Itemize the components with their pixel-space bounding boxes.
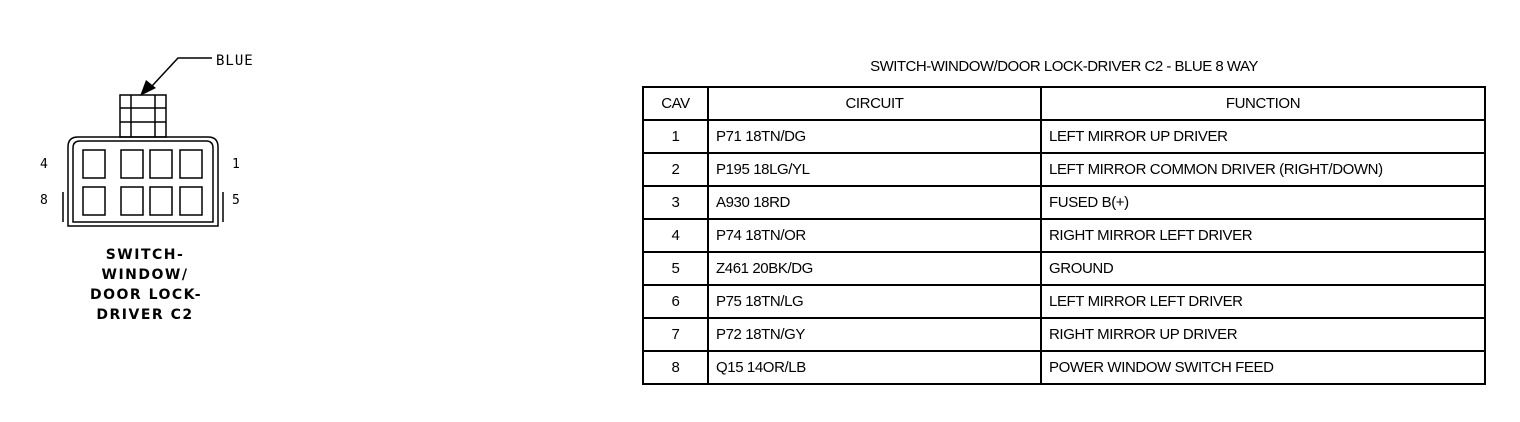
connector-face-drawing <box>62 57 224 227</box>
cell-cav: 1 <box>642 119 709 154</box>
latch-tab <box>119 94 167 138</box>
connector-color-label: BLUE <box>216 53 254 69</box>
table-row: 1 P71 18TN/DG LEFT MIRROR UP DRIVER <box>642 119 1486 154</box>
cell-cav: 6 <box>642 284 709 319</box>
pin-label-5: 5 <box>232 193 240 208</box>
cell-cav: 3 <box>642 185 709 220</box>
pin-label-1: 1 <box>232 157 240 172</box>
table-row: 4 P74 18TN/OR RIGHT MIRROR LEFT DRIVER <box>642 218 1486 253</box>
cell-function: LEFT MIRROR COMMON DRIVER (RIGHT/DOWN) <box>1040 152 1486 187</box>
pinout-table: CAV CIRCUIT FUNCTION 1 P71 18TN/DG LEFT … <box>642 86 1486 385</box>
cavity-1 <box>179 149 203 179</box>
cell-cav: 8 <box>642 350 709 385</box>
header-cav: CAV <box>642 86 709 121</box>
caption-line: SWITCH- <box>105 247 185 263</box>
cell-function: RIGHT MIRROR LEFT DRIVER <box>1040 218 1486 253</box>
cell-circuit: Z461 20BK/DG <box>707 251 1042 286</box>
cell-cav: 7 <box>642 317 709 352</box>
cavity-8 <box>82 186 106 216</box>
cell-function: RIGHT MIRROR UP DRIVER <box>1040 317 1486 352</box>
color-leader-line <box>151 57 212 87</box>
pin-label-4: 4 <box>40 157 48 172</box>
cell-cav: 4 <box>642 218 709 253</box>
caption-line: WINDOW/ <box>101 267 189 283</box>
cell-function: GROUND <box>1040 251 1486 286</box>
cell-circuit: P75 18TN/LG <box>707 284 1042 319</box>
connector-caption: SWITCH- WINDOW/ DOOR LOCK- DRIVER C2 <box>90 245 203 325</box>
leader-arrowhead <box>140 80 156 96</box>
cell-circuit: P72 18TN/GY <box>707 317 1042 352</box>
cell-cav: 5 <box>642 251 709 286</box>
table-row: 8 Q15 14OR/LB POWER WINDOW SWITCH FEED <box>642 350 1486 385</box>
header-function: FUNCTION <box>1040 86 1486 121</box>
table-header-row: CAV CIRCUIT FUNCTION <box>642 86 1486 121</box>
cell-circuit: A930 18RD <box>707 185 1042 220</box>
cell-function: POWER WINDOW SWITCH FEED <box>1040 350 1486 385</box>
table-row: 6 P75 18TN/LG LEFT MIRROR LEFT DRIVER <box>642 284 1486 319</box>
table-row: 3 A930 18RD FUSED B(+) <box>642 185 1486 220</box>
cell-function: LEFT MIRROR LEFT DRIVER <box>1040 284 1486 319</box>
table-title: SWITCH-WINDOW/DOOR LOCK-DRIVER C2 - BLUE… <box>870 58 1258 75</box>
connector-housing <box>67 136 219 227</box>
cavity-4 <box>82 149 106 179</box>
cell-circuit: P71 18TN/DG <box>707 119 1042 154</box>
caption-line: DOOR LOCK- <box>90 287 203 303</box>
cavity-3 <box>120 149 144 179</box>
cavity-5 <box>179 186 203 216</box>
cell-circuit: P74 18TN/OR <box>707 218 1042 253</box>
cell-circuit: Q15 14OR/LB <box>707 350 1042 385</box>
table-row: 7 P72 18TN/GY RIGHT MIRROR UP DRIVER <box>642 317 1486 352</box>
header-circuit: CIRCUIT <box>707 86 1042 121</box>
cell-circuit: P195 18LG/YL <box>707 152 1042 187</box>
pin-label-8: 8 <box>40 193 48 208</box>
cell-function: FUSED B(+) <box>1040 185 1486 220</box>
cavity-7 <box>120 186 144 216</box>
cell-cav: 2 <box>642 152 709 187</box>
table-row: 5 Z461 20BK/DG GROUND <box>642 251 1486 286</box>
table-row: 2 P195 18LG/YL LEFT MIRROR COMMON DRIVER… <box>642 152 1486 187</box>
cavity-6 <box>149 186 173 216</box>
caption-line: DRIVER C2 <box>96 307 194 323</box>
cavity-2 <box>149 149 173 179</box>
cell-function: LEFT MIRROR UP DRIVER <box>1040 119 1486 154</box>
